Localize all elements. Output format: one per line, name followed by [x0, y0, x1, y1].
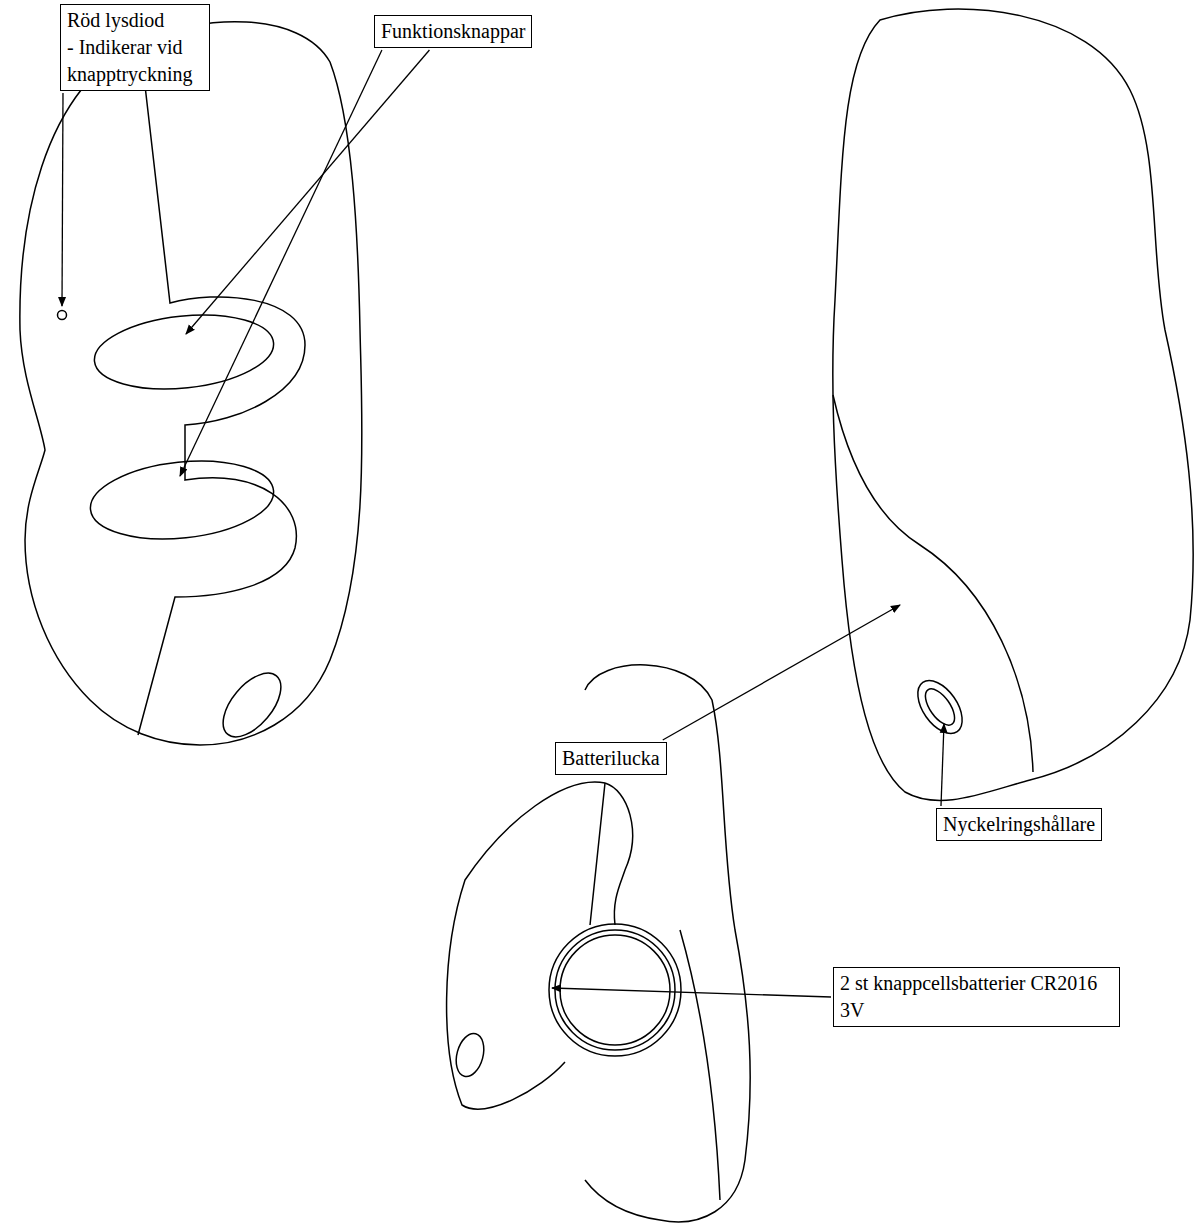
callout-box: Nyckelringshållare — [936, 808, 1102, 841]
keyring-hole — [920, 684, 960, 730]
leader-line — [180, 50, 382, 476]
leader-line — [186, 50, 429, 334]
callout-box: Röd lysdiod- Indikerar vid knapptrycknin… — [60, 4, 210, 91]
leader-line — [552, 988, 831, 997]
inner-edge — [590, 783, 720, 1200]
coin-cell-battery — [560, 935, 670, 1045]
cover-edge — [605, 783, 633, 925]
remote-back-outline — [833, 9, 1193, 801]
function-button — [87, 453, 278, 548]
keyring-hole — [212, 663, 291, 747]
callout-box: 2 st knappcellsbatterier CR2016 3V — [833, 967, 1120, 1027]
callout-text: 2 st knappcellsbatterier CR2016 3V — [840, 970, 1113, 1024]
callout-text: Nyckelringshållare — [943, 811, 1095, 838]
function-button — [91, 307, 278, 397]
battery-ring — [555, 930, 675, 1050]
leader-line — [62, 93, 63, 306]
keyring-hole — [452, 1030, 489, 1079]
remote-front-outline — [20, 22, 362, 745]
leader-line — [941, 724, 944, 806]
battery-cover-open — [447, 782, 605, 1109]
red-led — [58, 311, 67, 320]
callout-box: Batterilucka — [555, 742, 667, 775]
callout-box: Funktionsknappar — [374, 15, 532, 48]
callout-text: Batterilucka — [562, 745, 660, 772]
battery-cover-line — [833, 395, 1033, 772]
callout-text: Röd lysdiod — [67, 7, 203, 34]
callout-text: Funktionsknappar — [381, 18, 525, 45]
leader-line — [663, 605, 900, 740]
callout-text: - Indikerar vid knapptryckning — [67, 34, 203, 88]
battery-ring — [549, 924, 681, 1056]
keyring-holder — [909, 673, 971, 742]
